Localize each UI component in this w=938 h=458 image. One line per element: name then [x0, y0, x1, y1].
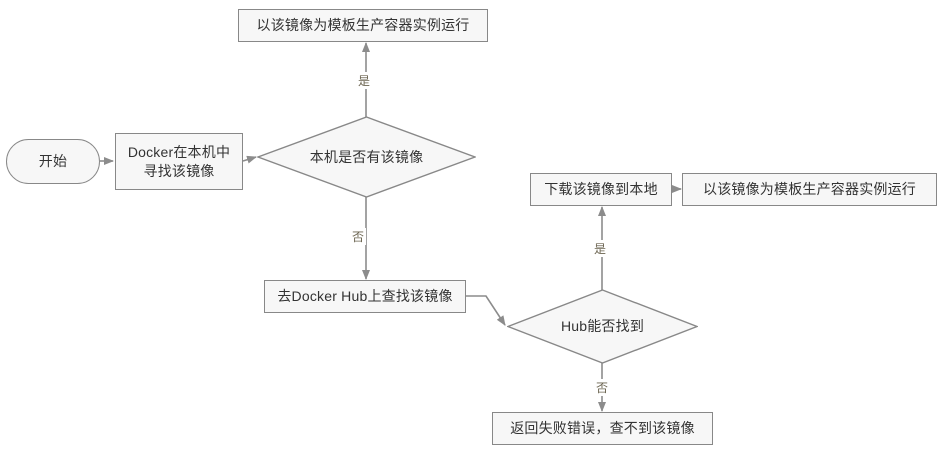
diamond-shape-hub-found	[507, 289, 698, 364]
node-return-failure[interactable]: 返回失败错误，查不到该镜像	[492, 412, 713, 445]
node-find-local[interactable]: Docker在本机中 寻找该镜像	[115, 133, 243, 190]
node-has-local-image[interactable]: 本机是否有该镜像	[257, 116, 476, 198]
edge-search-hub-to-hub-found	[466, 295, 506, 326]
edge-label-has-local-yes: 是	[356, 72, 373, 89]
node-find-local-label-line2: 寻找该镜像	[143, 162, 215, 179]
node-run-pulled-image[interactable]: 以该镜像为模板生产容器实例运行	[682, 173, 937, 206]
node-run-pulled-image-label: 以该镜像为模板生产容器实例运行	[703, 181, 916, 198]
node-download-image[interactable]: 下载该镜像到本地	[530, 173, 672, 206]
node-search-docker-hub[interactable]: 去Docker Hub上查找该镜像	[264, 280, 466, 313]
node-has-local-image-label: 本机是否有该镜像	[309, 148, 424, 165]
edge-find-local-to-has-local	[242, 155, 257, 164]
node-return-failure-label: 返回失败错误，查不到该镜像	[510, 420, 695, 437]
diamond-shape-has-local	[257, 116, 476, 198]
node-search-docker-hub-label: 去Docker Hub上查找该镜像	[277, 288, 453, 305]
edge-label-hub-found-yes: 是	[592, 240, 609, 257]
edge-label-hub-found-no: 否	[594, 379, 611, 396]
node-hub-found[interactable]: Hub能否找到	[507, 289, 698, 364]
node-start-label: 开始	[38, 153, 68, 170]
node-start[interactable]: 开始	[6, 139, 100, 184]
edge-label-has-local-no: 否	[350, 228, 367, 245]
node-hub-found-label: Hub能否找到	[560, 318, 645, 335]
node-find-local-label-line1: Docker在本机中	[127, 143, 231, 160]
node-download-image-label: 下载该镜像到本地	[544, 181, 658, 198]
node-run-local-image-label: 以该镜像为模板生产容器实例运行	[256, 17, 470, 34]
node-run-local-image[interactable]: 以该镜像为模板生产容器实例运行	[238, 9, 488, 42]
